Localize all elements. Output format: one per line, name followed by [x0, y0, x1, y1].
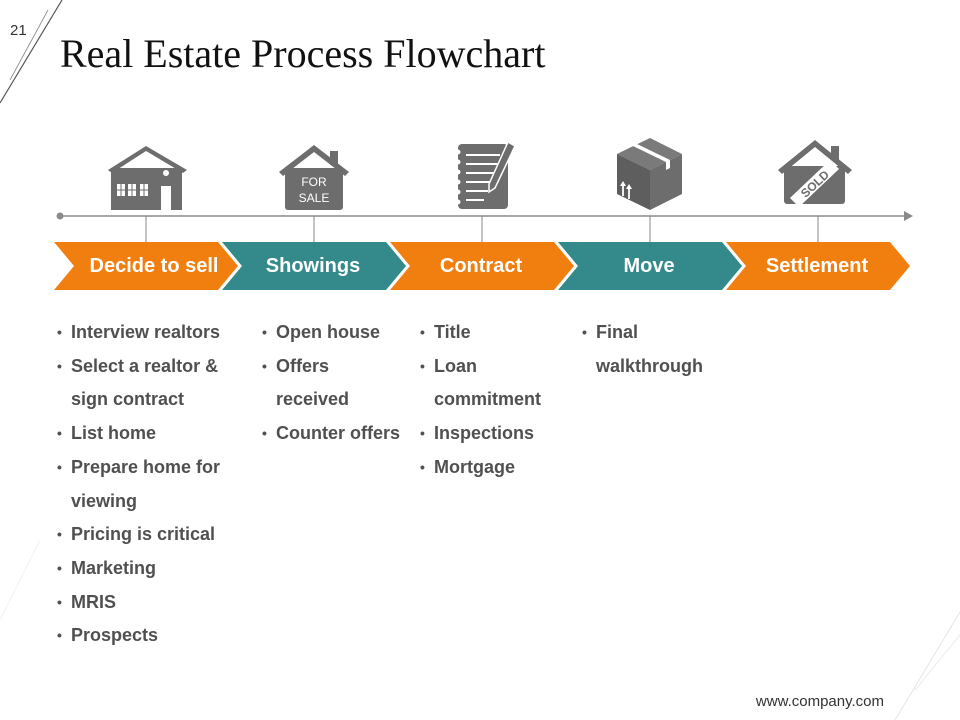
list-item: Mortgage — [420, 451, 570, 485]
list-item: Final walkthrough — [582, 316, 703, 383]
slide-number: 21 — [10, 22, 27, 39]
step-arrow-move — [558, 242, 742, 290]
step-arrow-settlement — [726, 242, 910, 290]
list-item: Marketing — [57, 552, 237, 586]
list-item: Pricing is critical — [57, 518, 237, 552]
list-showings: Open house Offers received Counter offer… — [262, 316, 412, 451]
step-label-contract: Contract — [439, 255, 523, 277]
step-arrow-showings — [222, 242, 406, 290]
step-label-decide-to-sell: Decide to sell — [89, 255, 219, 277]
timeline-arrowhead — [904, 211, 913, 221]
box-icon — [617, 138, 682, 210]
list-item: Offers received — [262, 350, 356, 417]
list-item: Counter offers — [262, 417, 412, 451]
list-decide-to-sell: Interview realtors Select a realtor & si… — [57, 316, 237, 653]
for-sale-house-icon: FOR SALE — [279, 145, 349, 210]
list-item: MRIS — [57, 586, 237, 620]
for-sale-text-line2: SALE — [299, 191, 330, 205]
for-sale-text-line1: FOR — [301, 175, 327, 189]
list-move: Final walkthrough — [582, 316, 732, 383]
notepad-pen-icon — [455, 140, 516, 209]
list-item: Inspections — [420, 417, 570, 451]
list-item: Prospects — [57, 619, 237, 653]
list-item: List home — [57, 417, 237, 451]
sold-house-icon: SOLD — [778, 140, 852, 207]
list-item: Loan commitment — [420, 350, 554, 417]
step-arrow-contract — [390, 242, 574, 290]
house-icon — [108, 146, 187, 210]
step-label-settlement: Settlement — [765, 255, 869, 277]
list-item: Interview realtors — [57, 316, 237, 350]
list-item: Title — [420, 316, 570, 350]
step-label-move: Move — [623, 255, 675, 277]
list-item: Prepare home for viewing — [57, 451, 231, 518]
list-item: Open house — [262, 316, 412, 350]
footer-url: www.company.com — [755, 693, 884, 710]
list-item: Select a realtor & sign contract — [57, 350, 231, 417]
step-arrow-decide-to-sell — [54, 242, 238, 290]
list-contract: Title Loan commitment Inspections Mortga… — [420, 316, 570, 485]
step-label-showings: Showings — [265, 255, 361, 277]
page-title: Real Estate Process Flowchart — [60, 31, 546, 76]
